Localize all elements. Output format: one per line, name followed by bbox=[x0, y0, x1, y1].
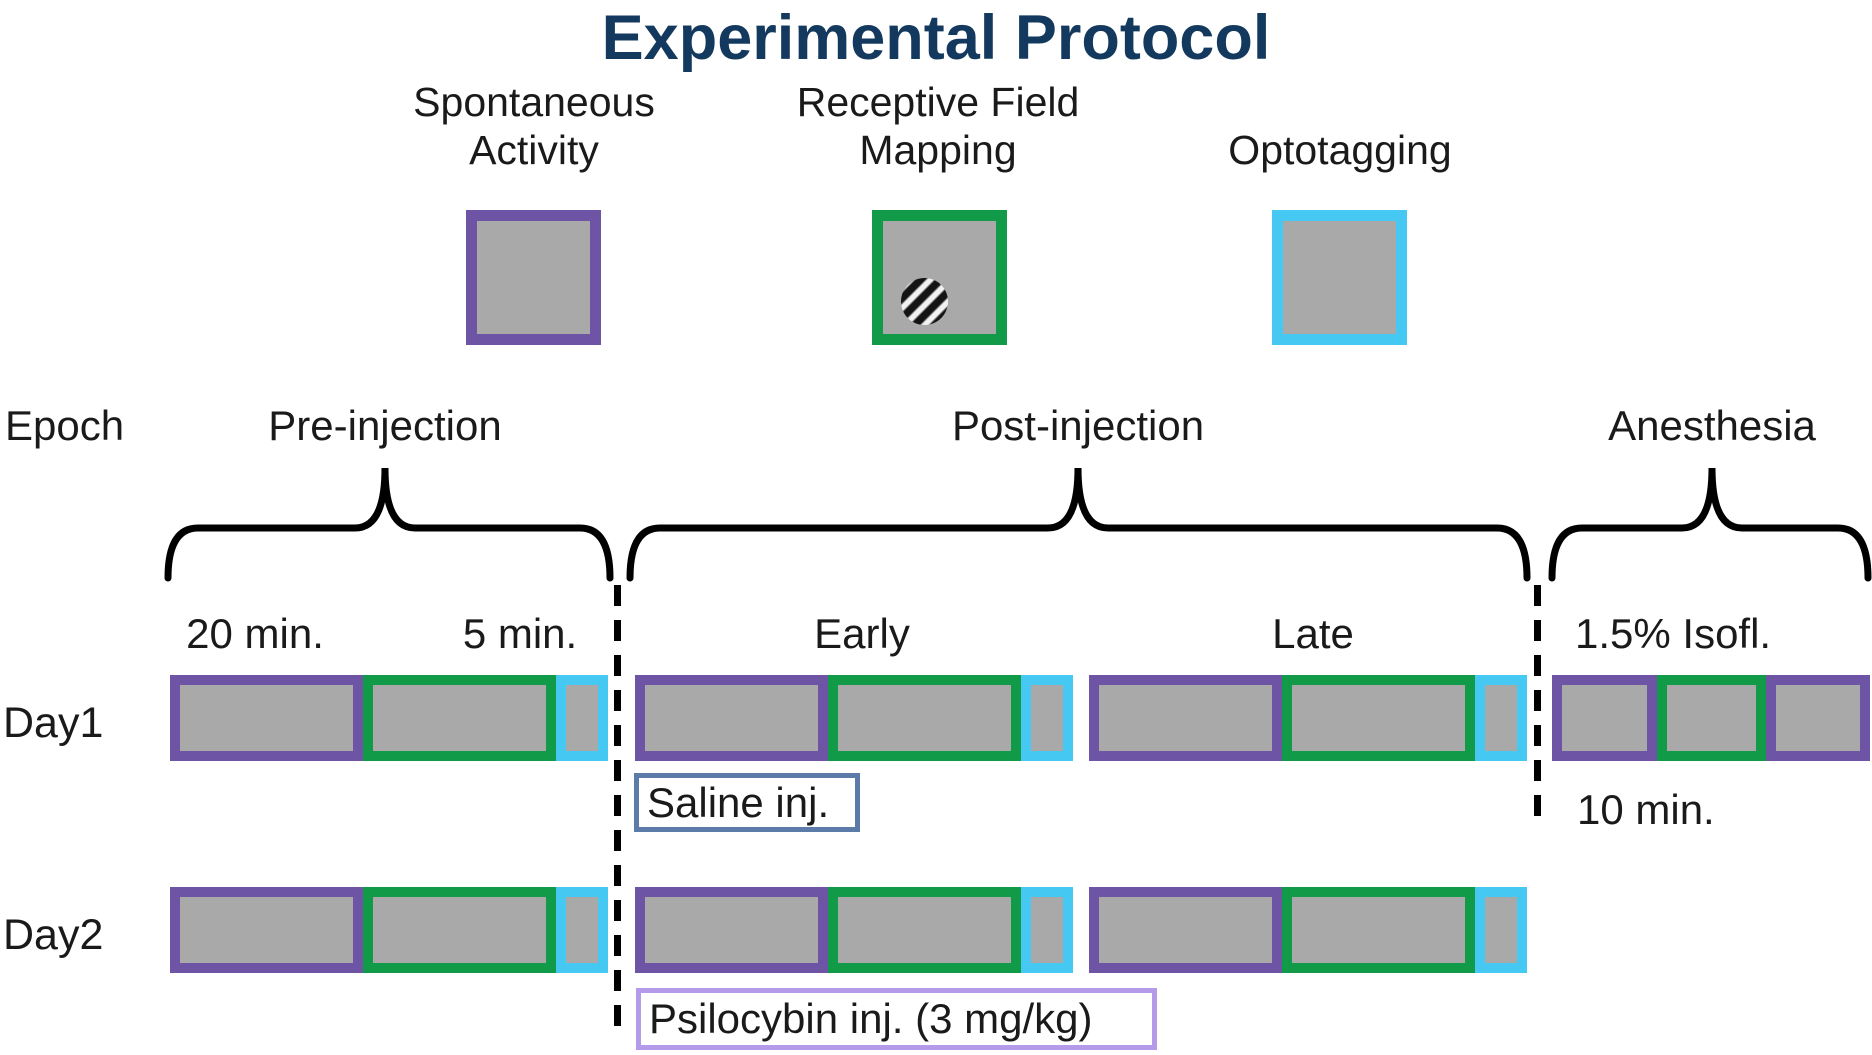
brace-anesthesia bbox=[1548, 467, 1872, 582]
brace-pre-injection bbox=[164, 467, 614, 582]
day1-timeline-row bbox=[0, 675, 1872, 761]
segment-optotagging bbox=[556, 887, 608, 973]
legend-label-receptive-field-mapping: Receptive Field Mapping bbox=[797, 78, 1080, 174]
psilocybin-injection-box: Psilocybin inj. (3 mg/kg) bbox=[636, 988, 1157, 1050]
segment-spontaneous bbox=[635, 675, 828, 761]
segment-optotagging bbox=[1021, 887, 1073, 973]
phase-label-5-min: 5 min. bbox=[462, 610, 578, 657]
timeline-group-anesthesia bbox=[1552, 675, 1870, 761]
timeline-group-post-injection-late bbox=[1089, 675, 1527, 761]
timeline-group-post-injection-early bbox=[635, 887, 1073, 973]
figure-title: Experimental Protocol bbox=[601, 3, 1271, 73]
segment-spontaneous bbox=[635, 887, 828, 973]
timeline-group-pre-injection bbox=[170, 675, 608, 761]
day1-label: Day1 bbox=[3, 699, 104, 747]
legend-label-optotagging: Optotagging bbox=[1228, 126, 1451, 174]
legend-label-line: Spontaneous bbox=[413, 79, 655, 125]
day2-timeline-row bbox=[0, 887, 1872, 973]
saline-injection-box: Saline inj. bbox=[634, 773, 860, 832]
segment-spontaneous bbox=[170, 675, 363, 761]
legend-label-line: Activity bbox=[469, 127, 599, 173]
brace-post-injection bbox=[626, 467, 1531, 582]
legend-label-spontaneous-activity: Spontaneous Activity bbox=[413, 78, 655, 174]
epoch-braces bbox=[164, 467, 1872, 582]
segment-spontaneous bbox=[1089, 887, 1282, 973]
legend-swatch-receptive-field-mapping bbox=[872, 210, 1007, 345]
gabor-patch-icon bbox=[901, 278, 948, 325]
phase-label-late: Late bbox=[1272, 610, 1354, 657]
segment-spontaneous bbox=[170, 887, 363, 973]
legend-label-line: Optotagging bbox=[1228, 127, 1452, 173]
legend-swatch-spontaneous-activity bbox=[466, 210, 601, 345]
epoch-row-label: Epoch bbox=[5, 402, 125, 449]
saline-injection-label: Saline inj. bbox=[647, 778, 830, 826]
phase-label-10-min: 10 min. bbox=[1577, 786, 1715, 833]
segment-rf-mapping bbox=[828, 675, 1021, 761]
legend-label-line: Mapping bbox=[859, 127, 1017, 173]
phase-label-20-min: 20 min. bbox=[186, 610, 324, 657]
epoch-label-pre-injection: Pre-injection bbox=[268, 402, 502, 449]
segment-rf-mapping bbox=[1282, 887, 1475, 973]
epoch-label-anesthesia: Anesthesia bbox=[1608, 402, 1816, 449]
epoch-label-post-injection: Post-injection bbox=[951, 402, 1205, 449]
segment-optotagging bbox=[556, 675, 608, 761]
psilocybin-injection-label: Psilocybin inj. (3 mg/kg) bbox=[649, 995, 1093, 1042]
legend-label-line: Receptive Field bbox=[796, 79, 1080, 125]
phase-label-isoflurane: 1.5% Isofl. bbox=[1575, 610, 1772, 657]
segment-rf-mapping bbox=[828, 887, 1021, 973]
segment-rf-mapping-short bbox=[1657, 675, 1766, 761]
segment-spontaneous bbox=[1089, 675, 1282, 761]
segment-spontaneous-short2 bbox=[1766, 675, 1870, 761]
segment-rf-mapping bbox=[1282, 675, 1475, 761]
timeline-group-post-injection-late bbox=[1089, 887, 1527, 973]
day2-label: Day2 bbox=[3, 911, 104, 959]
phase-label-early: Early bbox=[814, 610, 910, 657]
timeline-group-pre-injection bbox=[170, 887, 608, 973]
anesthesia-start-dashed-line bbox=[1534, 585, 1541, 823]
segment-optotagging bbox=[1475, 675, 1527, 761]
segment-spontaneous-short bbox=[1552, 675, 1657, 761]
segment-optotagging bbox=[1475, 887, 1527, 973]
injection-time-dashed-line bbox=[614, 585, 621, 1040]
segment-optotagging bbox=[1021, 675, 1073, 761]
legend-swatch-optotagging bbox=[1272, 210, 1407, 345]
timeline-group-post-injection-early bbox=[635, 675, 1073, 761]
segment-rf-mapping bbox=[363, 887, 556, 973]
segment-rf-mapping bbox=[363, 675, 556, 761]
